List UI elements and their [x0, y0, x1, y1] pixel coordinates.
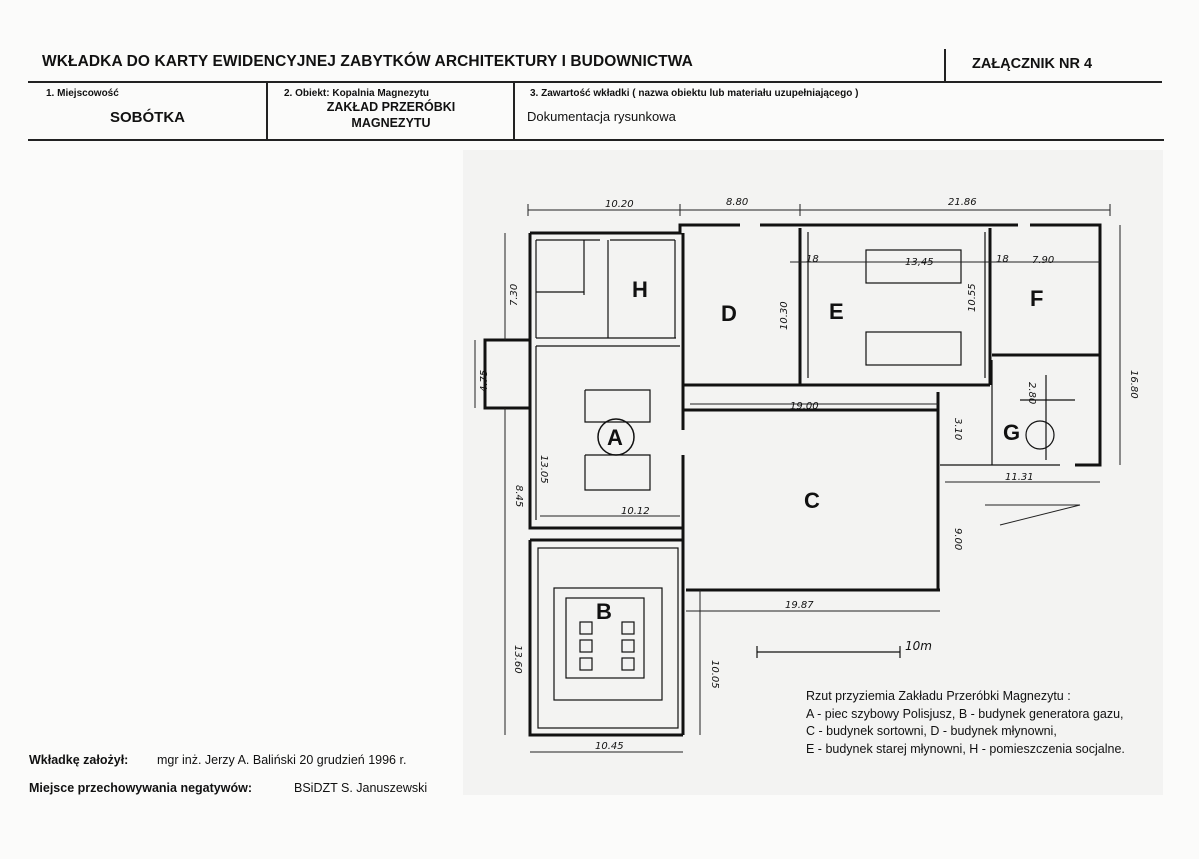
locality-label: 1. Miejscowość — [46, 88, 119, 99]
room-a-circle — [597, 418, 635, 456]
object-value-line1: ZAKŁAD PRZERÓBKI — [326, 100, 456, 114]
dim-18-a: 18 — [806, 254, 819, 265]
dim-10-55: 10.55 — [967, 283, 978, 312]
dimension-lines — [474, 204, 1121, 753]
author-label: Wkładkę założył: — [29, 753, 129, 767]
room-a: A — [607, 425, 623, 450]
field-divider-1 — [266, 82, 268, 140]
dim-10-45: 10.45 — [595, 741, 624, 752]
dim-11-31: 11.31 — [1005, 472, 1034, 483]
legend-line-1: Rzut przyziemia Zakładu Przeróbki Magnez… — [806, 689, 1071, 703]
dim-19-87: 19.87 — [785, 600, 814, 611]
room-c: C — [804, 488, 820, 513]
dim-9-00: 9.00 — [952, 528, 963, 550]
room-f: F — [1030, 286, 1043, 311]
dim-16-80: 16.80 — [1128, 370, 1139, 399]
room-g: G — [1003, 420, 1020, 445]
dim-21-86: 21.86 — [948, 197, 977, 208]
storage-value: BSiDZT S. Januszewski — [294, 781, 428, 795]
attachment-number: ZAŁĄCZNIK NR 4 — [972, 56, 1093, 72]
header-divider — [944, 49, 946, 82]
author-value: mgr inż. Jerzy A. Baliński 20 grudzień 1… — [157, 753, 407, 767]
header-rule — [28, 81, 1162, 83]
locality-value: SOBÓTKA — [110, 109, 185, 126]
fields-rule — [28, 139, 1164, 141]
object-label: 2. Obiekt: Kopalnia Magnezytu — [284, 88, 430, 99]
dim-10-05: 10.05 — [709, 660, 720, 689]
room-e: E — [829, 299, 844, 324]
dim-18-b: 18 — [996, 254, 1009, 265]
field-divider-2 — [513, 82, 515, 140]
content-label: 3. Zawartość wkładki ( nazwa obiektu lub… — [530, 88, 859, 99]
storage-label: Miejsce przechowywania negatywów: — [29, 781, 252, 795]
dim-13-05: 13.05 — [538, 455, 549, 484]
object-value-line2: MAGNEZYTU — [351, 116, 431, 130]
dim-7-30: 7.30 — [509, 284, 520, 306]
dim-10-12: 10.12 — [621, 506, 650, 517]
dim-3-10: 3.10 — [952, 418, 963, 440]
dim-13-60: 13.60 — [512, 645, 523, 674]
legend-line-3: C - budynek sortowni, D - budynek młynow… — [806, 724, 1057, 738]
room-b: B — [596, 599, 612, 624]
drawing-panel — [463, 150, 1163, 795]
legend-line-2: A - piec szybowy Polisjusz, B - budynek … — [806, 706, 1124, 721]
scale-label: 10m — [905, 639, 932, 653]
dim-4-75: 4.75 — [479, 370, 490, 392]
dim-7-90: 7.90 — [1032, 255, 1054, 266]
dim-8-80: 8.80 — [726, 197, 748, 208]
sheet-title: WKŁADKA DO KARTY EWIDENCYJNEJ ZABYTKÓW A… — [42, 53, 693, 70]
plan-legend: Rzut przyziemia Zakładu Przeróbki Magnez… — [806, 688, 1125, 758]
dim-19-00: 19.00 — [790, 401, 819, 412]
legend-line-4: E - budynek starej młynowni, H - pomiesz… — [806, 741, 1125, 756]
dim-10-20: 10.20 — [605, 199, 634, 210]
room-d: D — [721, 301, 737, 326]
dim-2-80: 2.80 — [1026, 382, 1037, 404]
content-value: Dokumentacja rysunkowa — [527, 109, 676, 124]
room-labels: H D E F A G C B — [596, 277, 1043, 624]
dim-8-45: 8.45 — [513, 485, 524, 507]
dimension-labels: 10.20 8.80 21.86 13,45 7.90 18 18 7.30 1… — [479, 197, 1139, 752]
room-h: H — [632, 277, 648, 302]
dim-10-30: 10.30 — [779, 301, 790, 330]
building-walls — [483, 223, 1102, 737]
dim-13-45: 13,45 — [905, 257, 934, 268]
